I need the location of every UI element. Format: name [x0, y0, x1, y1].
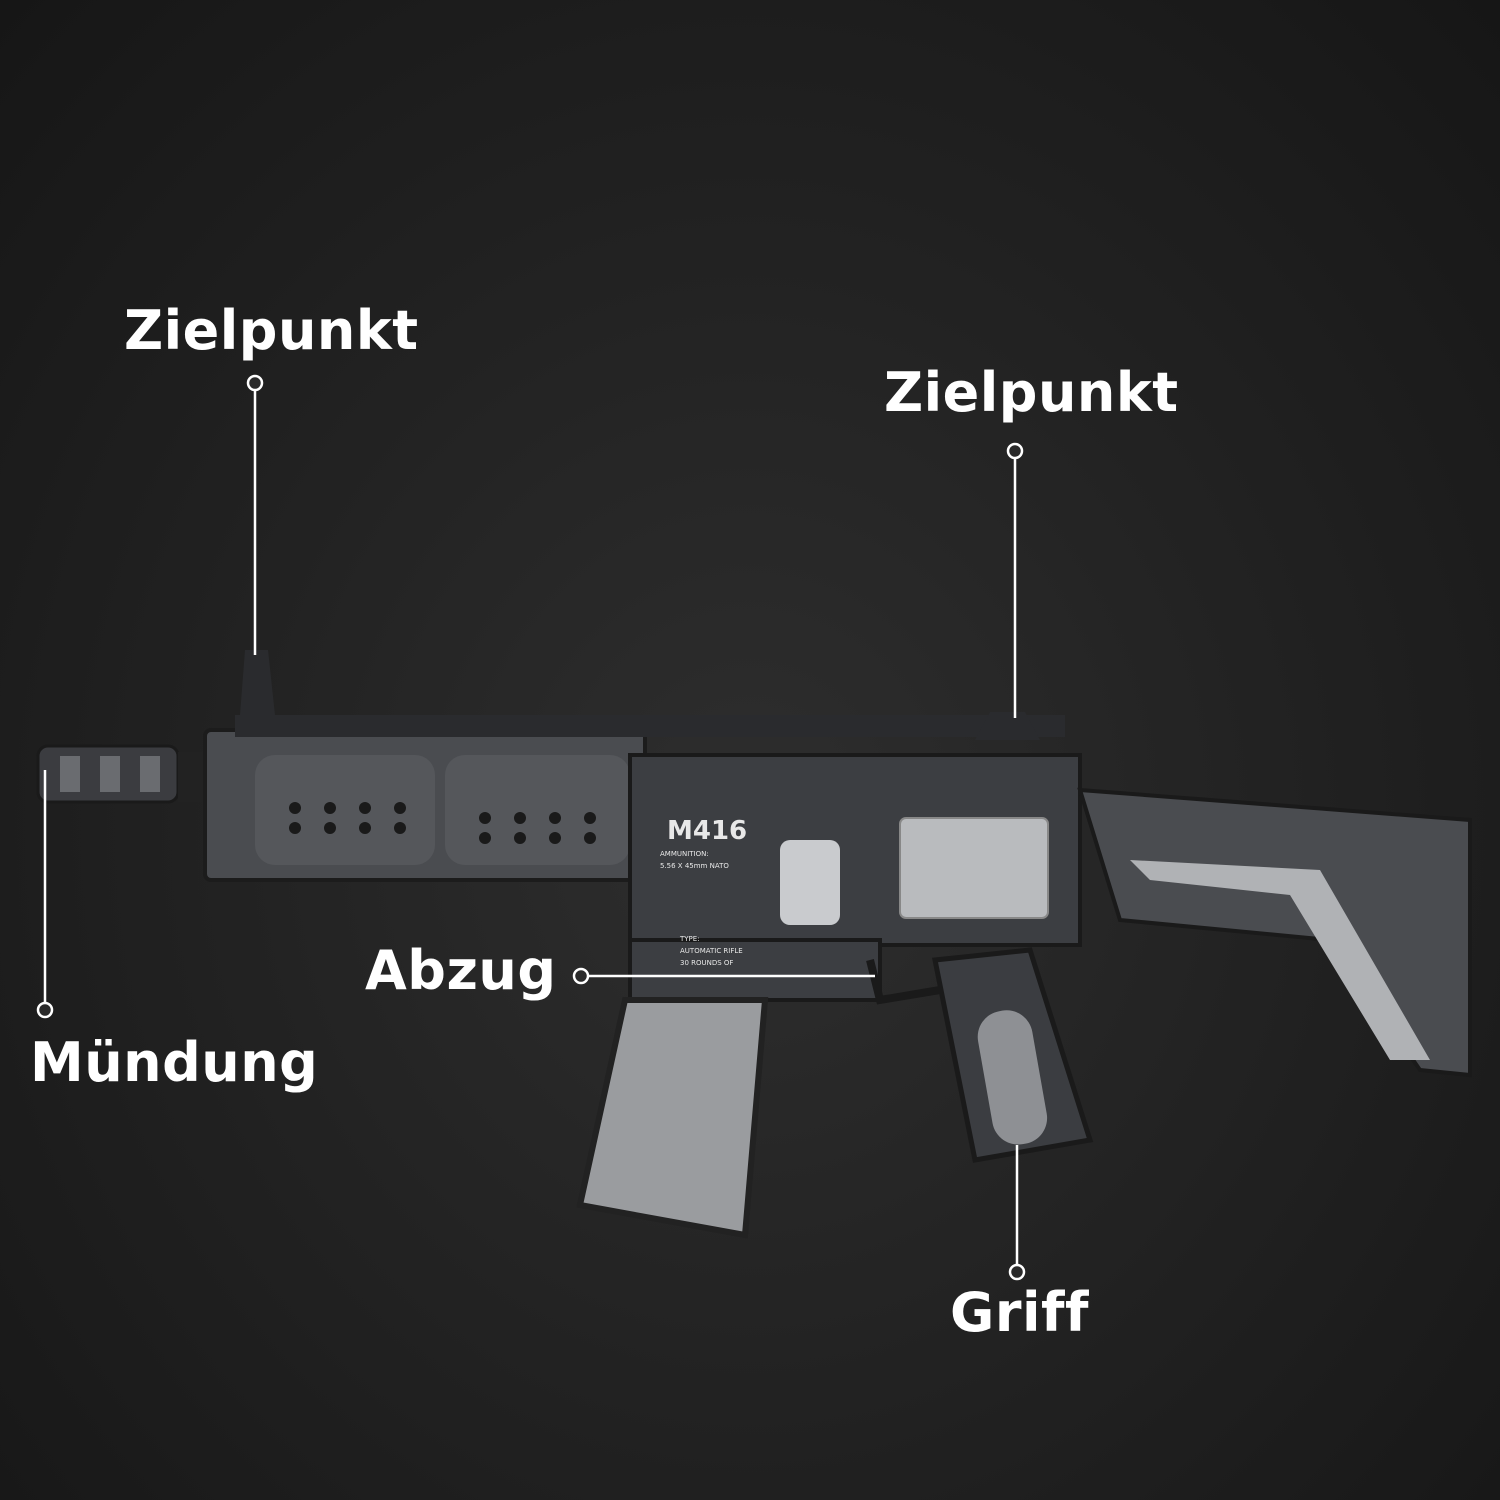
leader-lines — [36, 374, 1026, 1281]
model-marking: M416 — [667, 816, 748, 846]
top-rail — [235, 715, 1065, 737]
ammo-label: AMMUNITION: — [660, 850, 709, 858]
magazine — [576, 997, 769, 1239]
ammo-value: 5.56 X 45mm NATO — [660, 862, 729, 870]
ejection-cover — [899, 817, 1049, 919]
type-line-2: 30 ROUNDS OF — [680, 959, 734, 967]
callout-front-sight: Zielpunkt — [124, 299, 419, 362]
front-sight — [240, 650, 275, 715]
rear-sight — [975, 712, 1040, 740]
callout-trigger: Abzug — [365, 939, 557, 1002]
callout-rear-sight: Zielpunkt — [884, 361, 1179, 424]
stock — [1077, 787, 1472, 1078]
callout-grip: Griff — [950, 1281, 1089, 1344]
callout-muzzle: Mündung — [30, 1031, 319, 1094]
rifle-model — [36, 650, 1472, 1239]
type-line-1: AUTOMATIC RIFLE — [680, 947, 743, 955]
type-label: TYPE: — [680, 935, 700, 943]
